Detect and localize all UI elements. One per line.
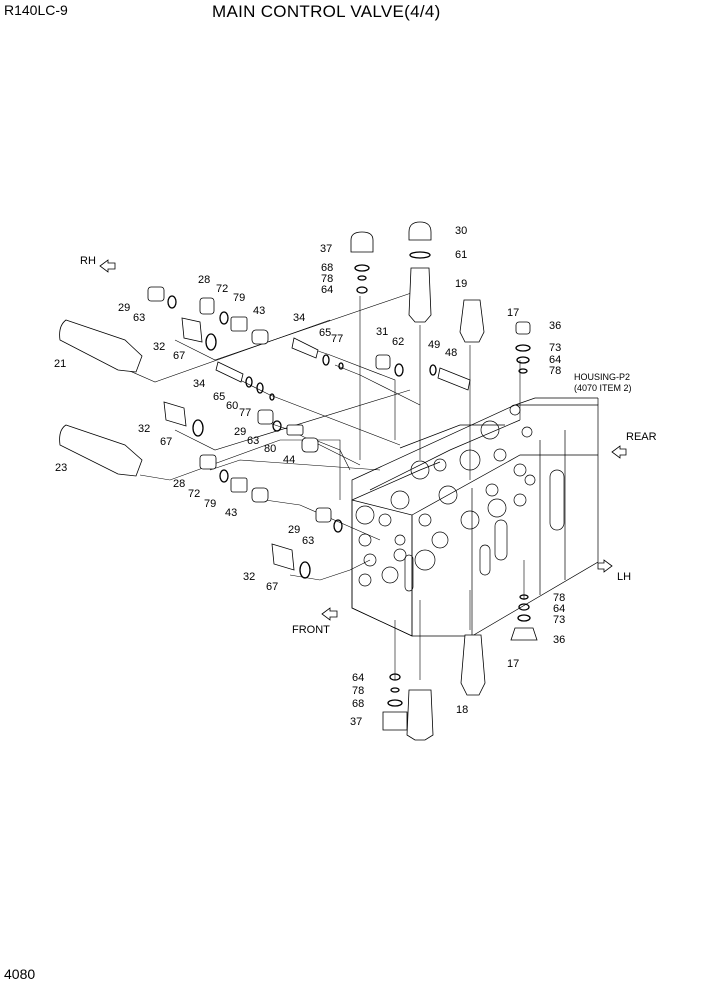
callout: 30 xyxy=(455,225,467,237)
callout: 36 xyxy=(549,320,561,332)
page-title: MAIN CONTROL VALVE(4/4) xyxy=(212,2,441,21)
callout: 28 xyxy=(173,478,185,490)
callout: 32 xyxy=(138,423,150,435)
block-ports xyxy=(355,404,536,587)
direction-labels: RH REAR LH FRONT HOUSING-P2 (4070 ITEM 2… xyxy=(80,255,657,636)
callout: 72 xyxy=(188,488,200,500)
lh-arrow-icon xyxy=(597,559,613,573)
model-code: R140LC-9 xyxy=(4,2,68,18)
callout: 36 xyxy=(553,634,565,646)
callout: 79 xyxy=(204,498,216,510)
callout: 32 xyxy=(153,341,165,353)
callout: 72 xyxy=(216,283,228,295)
callout: 78 xyxy=(553,592,565,604)
callout: 34 xyxy=(193,378,205,390)
front-arrow-icon xyxy=(321,607,338,621)
callout: 43 xyxy=(253,305,265,317)
callout: 49 xyxy=(428,339,440,351)
rh-arrow-icon xyxy=(99,259,116,273)
callout: 79 xyxy=(233,292,245,304)
callout: 18 xyxy=(456,704,468,716)
callout: 23 xyxy=(55,462,67,474)
callout: 44 xyxy=(283,454,295,466)
callout: 67 xyxy=(266,581,278,593)
callout: 64 xyxy=(321,284,333,296)
callout: 61 xyxy=(455,249,467,261)
callout: 65 xyxy=(213,391,225,403)
callout: 63 xyxy=(247,435,259,447)
callout: 77 xyxy=(331,333,343,345)
callout: 67 xyxy=(160,436,172,448)
callout: 17 xyxy=(507,658,519,670)
callout: 29 xyxy=(118,302,130,314)
rh-label: RH xyxy=(80,255,96,267)
callout: 64 xyxy=(549,354,561,366)
callout: 43 xyxy=(225,507,237,519)
callout: 37 xyxy=(320,243,332,255)
callout: 65 xyxy=(319,327,331,339)
callout: 77 xyxy=(239,407,251,419)
rear-label: REAR xyxy=(626,431,657,443)
callout: 28 xyxy=(198,274,210,286)
callout: 64 xyxy=(553,603,565,615)
housing-note-line1: HOUSING-P2 xyxy=(574,372,630,382)
callout: 17 xyxy=(507,307,519,319)
callout: 21 xyxy=(54,358,66,370)
part-callouts: 30 61 37 68 78 64 19 17 36 73 64 78 28 7… xyxy=(54,225,565,728)
callout: 68 xyxy=(352,698,364,710)
callout: 31 xyxy=(376,326,388,338)
callout: 19 xyxy=(455,278,467,290)
housing-note-line2: (4070 ITEM 2) xyxy=(574,383,632,393)
callout: 63 xyxy=(302,535,314,547)
lh-label: LH xyxy=(617,571,631,583)
direction-arrows xyxy=(99,259,627,621)
page-number: 4080 xyxy=(4,966,36,982)
callout: 29 xyxy=(234,426,246,438)
callout: 78 xyxy=(352,685,364,697)
callout: 80 xyxy=(264,443,276,455)
callout: 78 xyxy=(549,365,561,377)
callout: 64 xyxy=(352,672,364,684)
callout: 73 xyxy=(553,614,565,626)
callout: 60 xyxy=(226,400,238,412)
callout: 63 xyxy=(133,312,145,324)
front-label: FRONT xyxy=(292,624,330,636)
callout: 48 xyxy=(445,347,457,359)
callout: 78 xyxy=(321,273,333,285)
callout: 62 xyxy=(392,336,404,348)
valve-block xyxy=(351,397,599,637)
callout: 32 xyxy=(243,571,255,583)
callout: 67 xyxy=(173,350,185,362)
rear-arrow-icon xyxy=(611,445,627,459)
parts xyxy=(59,221,538,741)
callout: 68 xyxy=(321,262,333,274)
callout: 37 xyxy=(350,716,362,728)
callout: 34 xyxy=(293,312,305,324)
callout: 29 xyxy=(288,524,300,536)
callout: 73 xyxy=(549,342,561,354)
